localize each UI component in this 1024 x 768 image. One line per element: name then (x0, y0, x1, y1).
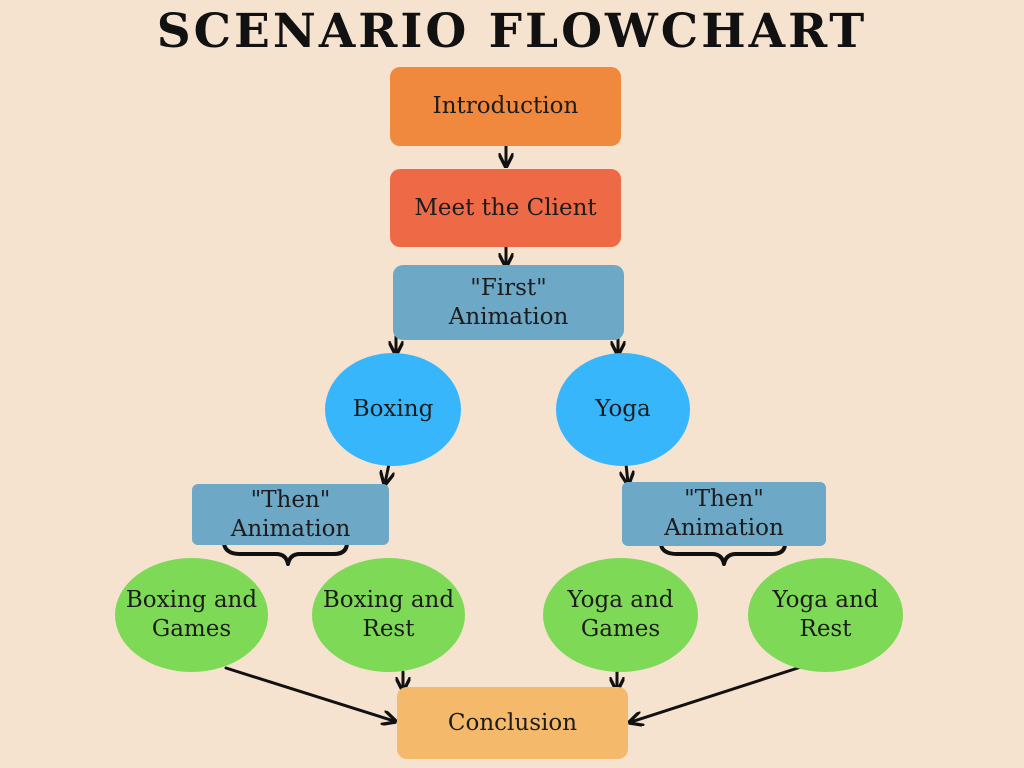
boxing-node: Boxing (325, 353, 461, 466)
yoga-and-rest-node: Yoga and Rest (748, 558, 903, 672)
arrow-boxing-games-to-conclusion (224, 666, 394, 721)
brace-right (659, 544, 787, 566)
then-animation-right-node: "Then" Animation (622, 482, 826, 546)
first-animation-node: "First" Animation (393, 265, 624, 340)
boxing-and-rest-node: Boxing and Rest (312, 558, 465, 672)
arrow-yoga-to-then (626, 462, 628, 483)
brace-left (222, 543, 349, 566)
yoga-and-games-node: Yoga and Games (543, 558, 698, 672)
meet-client-node: Meet the Client (390, 169, 621, 247)
conclusion-node: Conclusion (397, 687, 628, 759)
yoga-node: Yoga (556, 353, 690, 466)
introduction-node: Introduction (390, 67, 621, 146)
arrow-boxing-to-then (385, 462, 389, 483)
arrow-yoga-rest-to-conclusion (631, 664, 806, 722)
page-title: SCENARIO FLOWCHART (156, 4, 868, 59)
boxing-and-games-node: Boxing and Games (115, 558, 268, 672)
then-animation-left-node: "Then" Animation (192, 484, 389, 545)
